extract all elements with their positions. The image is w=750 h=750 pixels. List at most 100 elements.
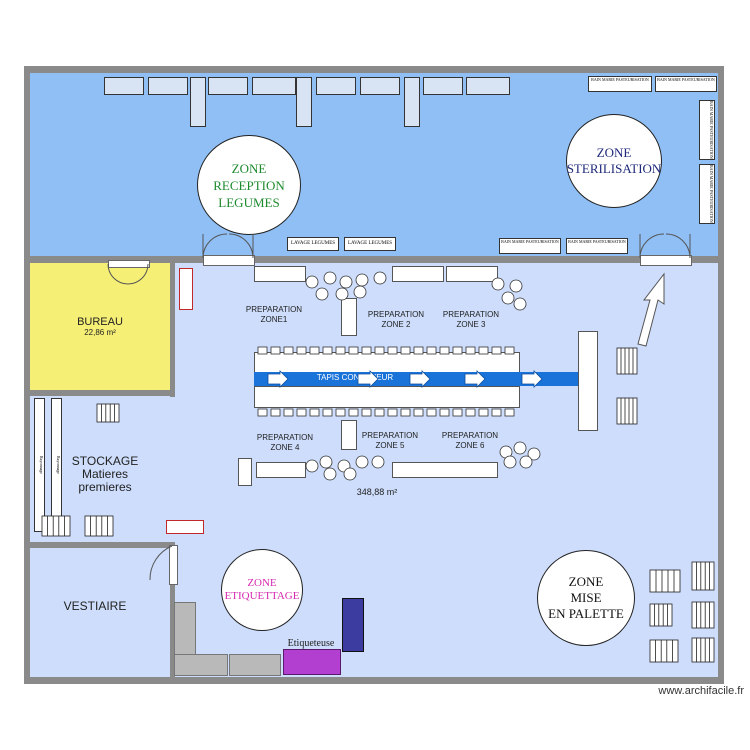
bureau-room — [29, 262, 172, 392]
wall-top — [24, 66, 724, 73]
bain-marie-3: BAIN MARIE PASTEURISATION — [699, 100, 715, 160]
main-hall-area: 348,88 m² — [356, 487, 398, 497]
bureau-area: 22,86 m² — [84, 328, 116, 337]
work-table-center-lower — [341, 420, 357, 450]
palette-icon — [691, 561, 715, 591]
stool-icon — [501, 291, 515, 305]
door-reception-right[interactable] — [640, 255, 692, 266]
conveyor-arrow-icon — [357, 370, 379, 388]
bureau-label: BUREAU — [77, 316, 123, 328]
reception-line-1: ZONE — [231, 160, 267, 176]
etiquettage-line-2: ETIQUETTAGE — [224, 590, 300, 602]
stool-icon — [509, 279, 523, 293]
conveyor-end-tables — [578, 331, 598, 431]
door-vestiaire[interactable] — [169, 545, 178, 585]
chair-icon — [270, 408, 281, 417]
chair-icon — [465, 346, 476, 355]
stool-icon — [491, 277, 505, 291]
wall-bureau-bottom — [24, 390, 174, 396]
stool-icon — [335, 287, 349, 301]
stool-icon — [527, 447, 541, 461]
chair-icon — [387, 346, 398, 355]
lavage-legumes-1: LAVAGE LEGUMES — [287, 237, 339, 251]
bain-marie-2: BAIN MARIE PASTEURISATION — [655, 76, 717, 92]
etiquettage-line-1: ZONE — [247, 577, 277, 589]
work-table-lower-2 — [392, 462, 498, 478]
conveyor-tables-lower — [254, 386, 520, 408]
palette-icon — [96, 403, 120, 423]
etiqueteuse-label: Etiqueteuse — [287, 638, 335, 649]
stool-icon — [305, 275, 319, 289]
chair-icon — [478, 408, 489, 417]
bain-marie-5: BAIN MARIE PASTEURISATION — [499, 238, 561, 254]
chair-icon — [439, 408, 450, 417]
door-reception-left[interactable] — [203, 255, 255, 266]
palette-icon — [616, 397, 638, 425]
chair-icon — [400, 346, 411, 355]
lavage-legumes-2: LAVAGE LEGUMES — [344, 237, 396, 251]
rayonnage-1: Rayonnage — [34, 398, 45, 532]
tapis-convoyeur-label: TAPIS CONVOYEUR — [316, 373, 394, 382]
chair-icon — [322, 346, 333, 355]
chair-icon — [374, 346, 385, 355]
vestiaire-label: VESTIAIRE — [63, 599, 127, 613]
work-table-upper-2 — [392, 266, 444, 282]
palette-icon — [649, 603, 673, 627]
chair-icon — [296, 346, 307, 355]
wall-left — [24, 66, 30, 684]
stool-icon — [339, 275, 353, 289]
stool-icon — [513, 297, 527, 311]
zone-mise-en-palette: ZONE MISE EN PALETTE — [537, 550, 635, 646]
chair-icon — [465, 408, 476, 417]
chair-icon — [348, 346, 359, 355]
work-table-upper-1 — [254, 266, 306, 282]
work-table-lower-left — [238, 458, 252, 486]
palette-icon — [691, 637, 715, 663]
stool-icon — [319, 455, 333, 469]
bain-marie-1: BAIN MARIE PASTEURISATION — [588, 76, 652, 92]
stool-icon — [315, 287, 329, 301]
chair-icon — [400, 408, 411, 417]
chair-icon — [257, 346, 268, 355]
stool-icon — [519, 455, 533, 469]
zone-reception-legumes: ZONE RECEPTION LEGUMES — [197, 135, 301, 235]
palette-icon — [649, 639, 679, 663]
stool-icon — [353, 285, 367, 299]
watermark: www.archifacile.fr — [658, 685, 744, 697]
palette-icon — [41, 515, 71, 537]
stool-icon — [305, 459, 319, 473]
chair-icon — [335, 408, 346, 417]
chair-icon — [270, 346, 281, 355]
chair-icon — [348, 408, 359, 417]
stockage-line-1: STOCKAGE — [71, 454, 139, 468]
chair-icon — [491, 346, 502, 355]
wall-bottom — [24, 677, 724, 684]
wall-vestiaire-right — [170, 542, 175, 680]
equipment-vertical-3 — [404, 77, 420, 127]
machine-bottom-3 — [229, 654, 281, 676]
stool-icon — [513, 441, 527, 455]
stockage-line-2: Matieres — [81, 467, 128, 481]
work-table-center — [341, 298, 357, 336]
zone-etiquettage: ZONE ETIQUETTAGE — [221, 549, 303, 631]
chair-icon — [374, 408, 385, 417]
chair-icon — [426, 346, 437, 355]
palette-icon — [616, 347, 638, 375]
wall-right — [718, 66, 724, 684]
chair-icon — [426, 408, 437, 417]
stool-icon — [323, 271, 337, 285]
palette-line-1: ZONE — [568, 574, 604, 589]
red-tag-1 — [179, 268, 193, 310]
conveyor-arrow-icon — [521, 370, 543, 388]
chair-icon — [283, 408, 294, 417]
chair-icon — [504, 346, 515, 355]
stockage-label: STOCKAGE Matieres premieres — [60, 455, 150, 494]
chair-icon — [309, 346, 320, 355]
vertical-machine — [342, 598, 364, 652]
wall-bureau-right — [170, 262, 175, 397]
equipment-top-6 — [360, 77, 400, 95]
palette-line-2: MISE — [570, 590, 602, 605]
